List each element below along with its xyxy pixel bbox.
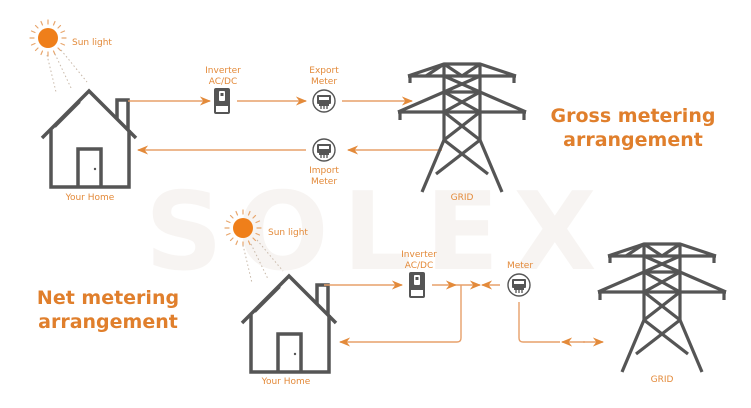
inverter-label: Inverter AC/DC [401,250,437,271]
home-icon [40,89,138,189]
sun-rays-dotted [242,239,284,284]
inverter-icon [409,272,425,298]
sun-label: Sun light [72,38,112,48]
meter-icon [507,273,531,297]
home-label: Your Home [65,193,115,203]
export-meter-icon [312,89,336,113]
import-meter-label: Import Meter [309,166,339,187]
home-label: Your Home [261,377,311,387]
home-icon [240,274,338,374]
gross-metering-title: Gross metering arrangement [550,105,716,151]
sun-label: Sun light [268,228,308,238]
import-meter-icon [312,138,336,162]
watermark-text: SOLEX [145,170,611,295]
grid-tower-icon [596,242,728,374]
sun-icon [29,19,67,57]
inverter-label: Inverter AC/DC [205,66,241,87]
grid-label: GRID [650,375,674,385]
export-meter-label: Export Meter [309,66,339,87]
meter-label: Meter [506,261,534,271]
grid-label: GRID [450,193,474,203]
sun-rays-dotted [46,49,88,93]
grid-tower-icon [396,62,528,194]
inverter-icon [214,88,230,114]
sun-icon [224,209,262,247]
net-metering-title: Net metering arrangement [36,287,180,333]
